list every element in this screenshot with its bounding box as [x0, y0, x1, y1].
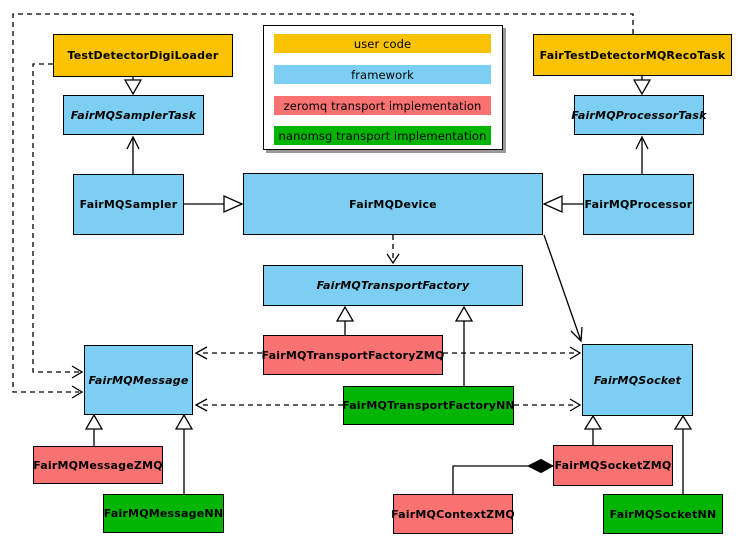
node-label: FairMQDevice — [349, 197, 437, 211]
node-label: FairMQMessage — [88, 373, 189, 387]
legend-item-zeromq: zeromq transport implementation — [274, 96, 491, 115]
node-label: FairMQMessageNN — [103, 507, 224, 520]
edge-tfzmq-to-transportfactory — [335, 305, 355, 335]
node-label: FairMQProcessor — [584, 198, 693, 211]
node-fairmqmessagenn: FairMQMessageNN — [103, 494, 224, 533]
node-label: FairMQSocket — [593, 373, 682, 387]
edge-messagezmq-to-message — [84, 413, 104, 446]
node-label: FairMQTransportFactoryNN — [342, 399, 515, 412]
edge-device-to-transportfactory — [386, 235, 400, 265]
edge-recotask-to-processortask — [632, 76, 652, 96]
legend-label: user code — [353, 36, 412, 51]
node-label: FairMQSocketZMQ — [554, 459, 672, 472]
node-fairmqtransportfactorynn: FairMQTransportFactoryNN — [342, 386, 515, 425]
node-fairmqsocketnn: FairMQSocketNN — [603, 494, 723, 534]
edge-digiloader-to-message — [32, 63, 84, 379]
node-label: FairMQTransportFactoryZMQ — [261, 348, 445, 362]
node-label: FairMQMessageZMQ — [33, 458, 163, 472]
node-testdetectordigiloader: TestDetectorDigiLoader — [53, 34, 233, 77]
node-fairmqsamplertask: FairMQSamplerTask — [63, 95, 204, 135]
legend-item-nanomsg: nanomsg transport implementation — [274, 126, 491, 145]
node-fairmqprocessor: FairMQProcessor — [583, 174, 694, 235]
legend-label: nanomsg transport implementation — [278, 128, 487, 143]
node-fairmqtransportfactory: FairMQTransportFactory — [263, 265, 523, 306]
edge-tfnn-to-transportfactory — [454, 305, 474, 386]
legend: user code framework zeromq transport imp… — [263, 25, 503, 150]
edge-tfnn-to-socket — [514, 398, 582, 412]
edge-messagenn-to-message — [174, 413, 194, 494]
node-fairmqsocket: FairMQSocket — [582, 344, 693, 416]
node-label: FairTestDetectorMQRecoTask — [539, 48, 726, 62]
node-fairmqsocketzmq: FairMQSocketZMQ — [553, 445, 673, 486]
edge-recotask-to-message — [12, 13, 634, 399]
edge-socketzmq-to-socket — [583, 414, 603, 445]
node-fairmqtransportfactoryzmq: FairMQTransportFactoryZMQ — [261, 335, 445, 375]
legend-item-framework: framework — [274, 65, 491, 84]
node-label: FairMQSampler — [79, 198, 178, 211]
edge-tfzmq-to-message — [194, 346, 262, 360]
legend-label: framework — [351, 67, 414, 82]
legend-item-user-code: user code — [274, 34, 491, 53]
node-fairmqdevice: FairMQDevice — [243, 173, 543, 235]
node-fairmqsampler: FairMQSampler — [73, 174, 184, 235]
edge-contextzmq-to-socketzmq — [452, 458, 555, 494]
edge-digiloader-to-samplertask — [123, 77, 143, 96]
node-label: FairMQContextZMQ — [391, 507, 515, 521]
node-fairmqmessagezmq: FairMQMessageZMQ — [33, 446, 163, 484]
node-fairmqmessage: FairMQMessage — [84, 345, 193, 415]
edge-tfzmq-to-socket — [443, 346, 582, 360]
edge-device-to-socket — [543, 234, 583, 343]
edge-socketnn-to-socket — [673, 414, 693, 494]
node-label: TestDetectorDigiLoader — [67, 49, 219, 62]
node-fairtestdetectormqrecotask: FairTestDetectorMQRecoTask — [533, 34, 732, 76]
legend-label: zeromq transport implementation — [283, 98, 482, 113]
edge-processor-to-processortask — [635, 135, 649, 174]
edge-sampler-to-device — [184, 194, 244, 214]
node-fairmqcontextzmq: FairMQContextZMQ — [391, 494, 515, 534]
edge-processor-to-device — [542, 194, 583, 214]
edge-tfnn-to-message — [194, 398, 343, 412]
node-label: FairMQProcessorTask — [571, 108, 707, 122]
node-label: FairMQSocketNN — [609, 507, 717, 521]
node-label: FairMQSamplerTask — [70, 108, 197, 122]
node-fairmqprocessortask: FairMQProcessorTask — [571, 95, 707, 135]
node-label: FairMQTransportFactory — [316, 279, 470, 292]
edge-sampler-to-samplertask — [126, 135, 140, 174]
